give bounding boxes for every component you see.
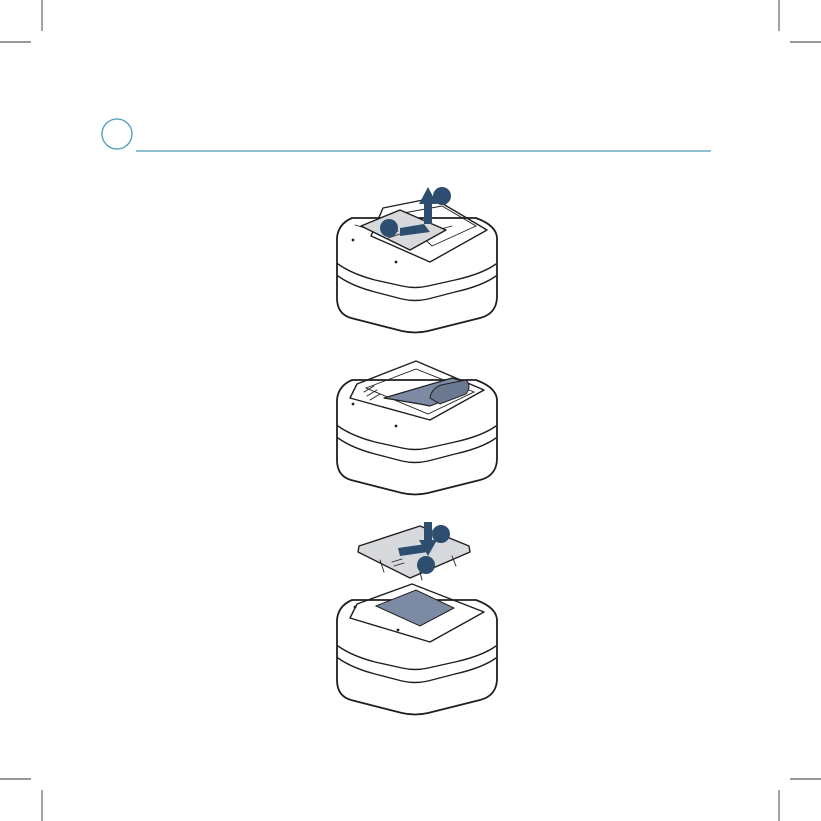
indicator-led-right [395,261,398,264]
step-bubble-lower [432,525,450,543]
section-header [102,119,711,151]
indicator-led-right [397,629,400,632]
step-bubble-lift [433,187,451,205]
indicator-led-left [352,239,355,242]
device-step-remove-cover [337,187,497,333]
step-number-circle [102,119,132,149]
indicator-led-right [395,425,398,428]
indicator-led-left [352,403,355,406]
device-step-replace-cover [337,522,497,715]
step-bubble-slide [380,219,398,237]
step-bubble-slide [417,556,435,574]
device-step-insert-battery [337,361,497,495]
